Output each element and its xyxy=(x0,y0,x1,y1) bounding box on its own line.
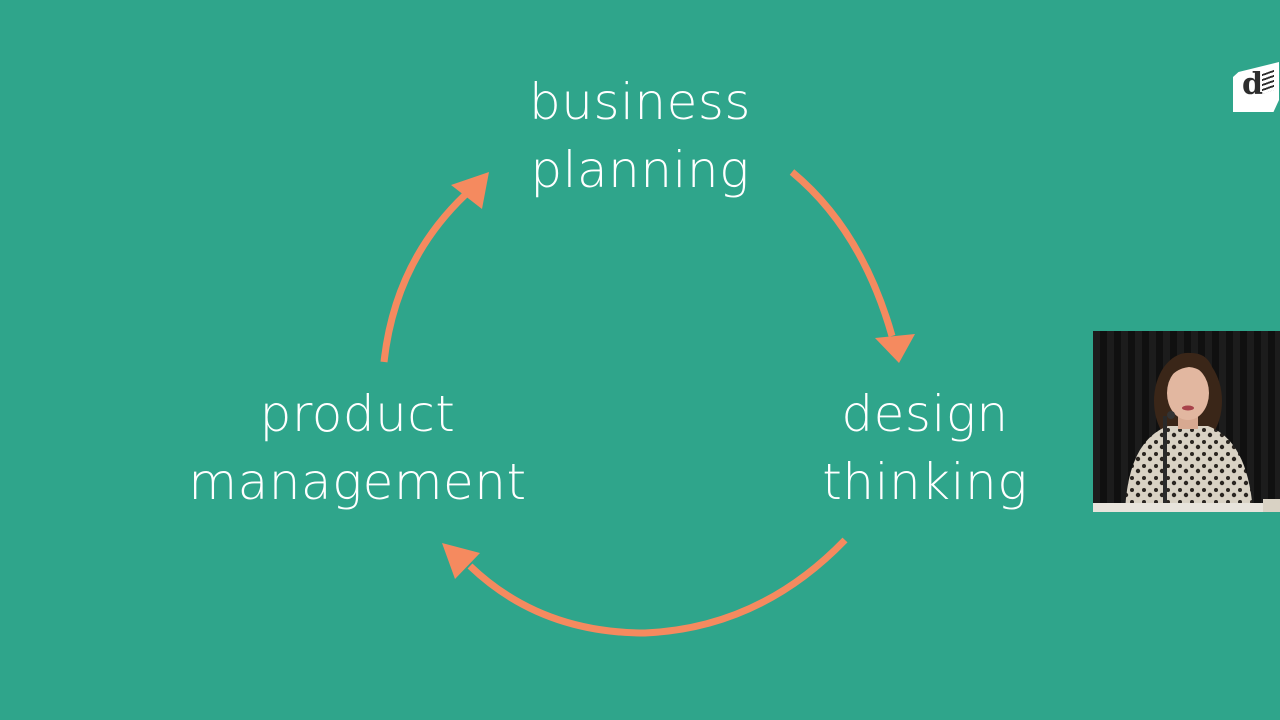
arrow-business-to-design xyxy=(789,169,896,337)
arrowhead-product-to-business xyxy=(451,172,489,209)
arrow-product-to-business xyxy=(380,192,468,363)
node-design-line2: thinking xyxy=(822,453,1028,511)
logo-lines xyxy=(1262,69,1274,95)
arrowhead-business-to-design xyxy=(875,334,915,363)
node-product-management: product management xyxy=(160,380,555,516)
speaker-video-thumbnail xyxy=(1093,331,1280,512)
node-business-planning: business planning xyxy=(490,68,790,204)
node-design-line1: design xyxy=(841,385,1009,443)
node-business-line2: planning xyxy=(530,141,750,199)
arrow-design-to-product xyxy=(467,537,848,637)
logo-letter: d xyxy=(1242,67,1263,102)
arrowhead-design-to-product xyxy=(442,543,480,579)
node-design-thinking: design thinking xyxy=(790,380,1060,516)
node-product-line1: product xyxy=(259,385,456,443)
speaker-figure xyxy=(1093,331,1280,512)
node-business-line1: business xyxy=(529,73,751,131)
node-product-line2: management xyxy=(188,453,527,511)
